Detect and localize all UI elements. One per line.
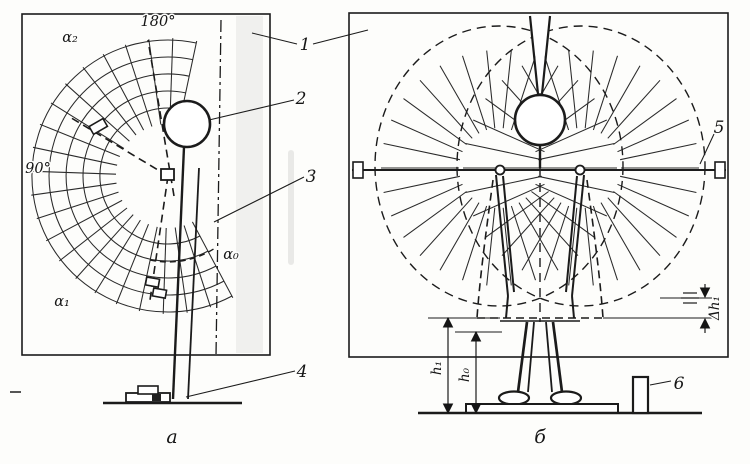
reach-envelope-left xyxy=(374,25,624,307)
hand-marker-left xyxy=(87,117,109,136)
bar-clamp-right xyxy=(714,161,726,179)
label-180deg: 180° xyxy=(141,14,176,30)
callout-2: 2 xyxy=(295,89,307,109)
left-screen-panel xyxy=(21,13,271,356)
left-manikin xyxy=(103,99,242,405)
label-dh1: Δh₁ xyxy=(707,296,723,321)
arm-left-outer xyxy=(495,174,509,297)
skirt-left-inner xyxy=(505,295,509,319)
arm-right-inner xyxy=(565,175,578,293)
hand-marker-down-1 xyxy=(144,276,161,289)
platform xyxy=(465,403,619,414)
shoulder-joint-right xyxy=(574,164,586,176)
suspension-fill xyxy=(530,16,550,94)
foot-left xyxy=(497,390,531,406)
leader-6 xyxy=(649,380,672,386)
base-clamp-dark xyxy=(152,394,161,401)
rosette-right xyxy=(463,50,699,286)
leader-1-right xyxy=(312,29,369,45)
left-vertical-reference-line xyxy=(215,19,222,357)
reach-envelope-right xyxy=(456,25,706,307)
leader-1-left xyxy=(251,32,298,45)
leg-left-inner xyxy=(527,321,535,393)
leader-4 xyxy=(185,370,296,398)
left-protractor-fan xyxy=(30,38,234,314)
right-screen-panel xyxy=(348,12,729,358)
label-h1: h₁ xyxy=(429,361,445,375)
leader-3 xyxy=(213,176,305,223)
leader-5 xyxy=(699,133,715,165)
left-leaders xyxy=(185,29,369,398)
label-alpha2: α₂ xyxy=(62,30,78,46)
shoulder-joint-left xyxy=(494,164,506,176)
left-panel-scan-shade xyxy=(236,16,263,353)
stand-pole xyxy=(171,146,186,400)
leg-right-outer xyxy=(551,321,564,393)
callout-3: 3 xyxy=(306,167,317,187)
label-h0: h₀ xyxy=(457,367,473,382)
label-alpha1: α₁ xyxy=(54,294,70,310)
leg-left-outer xyxy=(516,321,529,393)
suspension-right xyxy=(540,15,552,95)
callout-5: 5 xyxy=(714,118,725,138)
caption-a: а xyxy=(166,426,177,448)
callout-4: 4 xyxy=(296,362,308,382)
hand-marker-down-2 xyxy=(151,287,168,300)
rosette-left xyxy=(381,50,617,286)
arm-right-outer xyxy=(571,174,585,297)
bar-clamp-left xyxy=(352,161,364,179)
arm-line-left xyxy=(67,115,169,177)
caption-b: б xyxy=(534,426,546,448)
foot-right xyxy=(549,390,583,406)
left-arm-position-lines xyxy=(67,39,214,301)
alpha0-arc xyxy=(149,248,214,263)
gauge-block xyxy=(631,375,650,415)
shoulder-pivot-block xyxy=(160,168,175,181)
right-dimensions xyxy=(428,284,712,415)
leader-2 xyxy=(208,99,295,121)
arm-left-inner xyxy=(502,175,515,293)
skirt-right-inner xyxy=(571,295,575,319)
base-clamp-inner xyxy=(137,385,159,395)
left-panel: α₂ 180° 90° α₁ α₀ 1 2 3 4 а xyxy=(21,13,369,450)
scan-streak xyxy=(288,150,294,265)
callout-1: 1 xyxy=(300,35,311,55)
coat-right-edge xyxy=(586,179,604,319)
label-alpha0: α₀ xyxy=(223,247,239,263)
right-panel: 5 6 Δh₁ h₁ h₀ б xyxy=(348,12,729,450)
leg-right-inner xyxy=(545,321,553,393)
label-90deg: 90° xyxy=(25,161,51,177)
right-manikin xyxy=(352,93,726,415)
stand-rod xyxy=(187,167,200,400)
suspension-left xyxy=(528,15,540,95)
head-front-view xyxy=(513,93,567,147)
callout-6: 6 xyxy=(674,374,685,394)
coat-left-edge xyxy=(476,179,494,319)
head-side-view xyxy=(162,99,212,149)
